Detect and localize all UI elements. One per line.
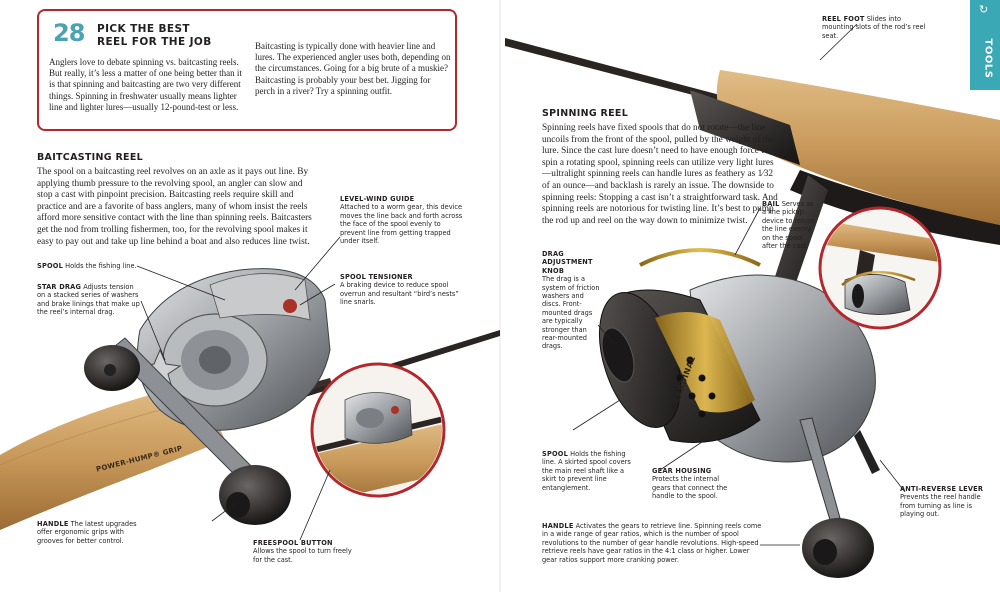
spinning-rod [505,38,1000,300]
leader-lines [136,23,906,546]
spinning-body: Spinning reels have fixed spools that do… [542,123,778,226]
callout-bail: BAIL Serves as a line pickup device to r… [762,200,815,251]
spinning-heading: SPINNING REEL [542,108,629,119]
baitcasting-heading: BAITCASTING REEL [37,152,143,163]
baitcasting-body: The spool on a baitcasting reel revolves… [37,167,312,247]
tools-tab[interactable]: ↻ TOOLS [968,0,1000,90]
spinning-detail-circle [818,206,942,330]
tip-title-line2: REEL FOR THE JOB [97,36,212,48]
tip-box: 28 PICK THE BEST REEL FOR THE JOB Angler… [37,9,457,131]
callout-handle-baitcasting: HANDLE The latest upgrades offer ergonom… [37,520,137,545]
callout-spool-spinning: SPOOL Holds the fishing line. A skirted … [542,450,631,492]
callout-star-drag: STAR DRAG Adjusts tension on a stacked s… [37,283,140,317]
tools-tab-label: TOOLS [982,38,994,79]
tip-column-1: Anglers love to debate spinning vs. bait… [49,57,242,112]
tip-number: 28 [53,19,85,47]
baitcasting-reel [84,268,331,525]
tools-tab-icon: ↻ [979,3,989,16]
callout-anti-reverse: ANTI-REVERSE LEVER Prevents the reel han… [900,485,984,519]
spinning-reel [599,248,880,578]
tip-column-2: Baitcasting is typically done with heavi… [255,41,451,96]
baitcasting-detail-circle [310,362,446,498]
tip-title-line1: PICK THE BEST [97,23,190,35]
callout-reel-foot: REEL FOOT Slides into mounting slots of … [822,15,926,40]
callout-spool-baitcasting: SPOOL Holds the fishing line. [37,262,137,270]
callout-handle-spinning: HANDLE Activates the gears to retrieve l… [542,522,762,564]
